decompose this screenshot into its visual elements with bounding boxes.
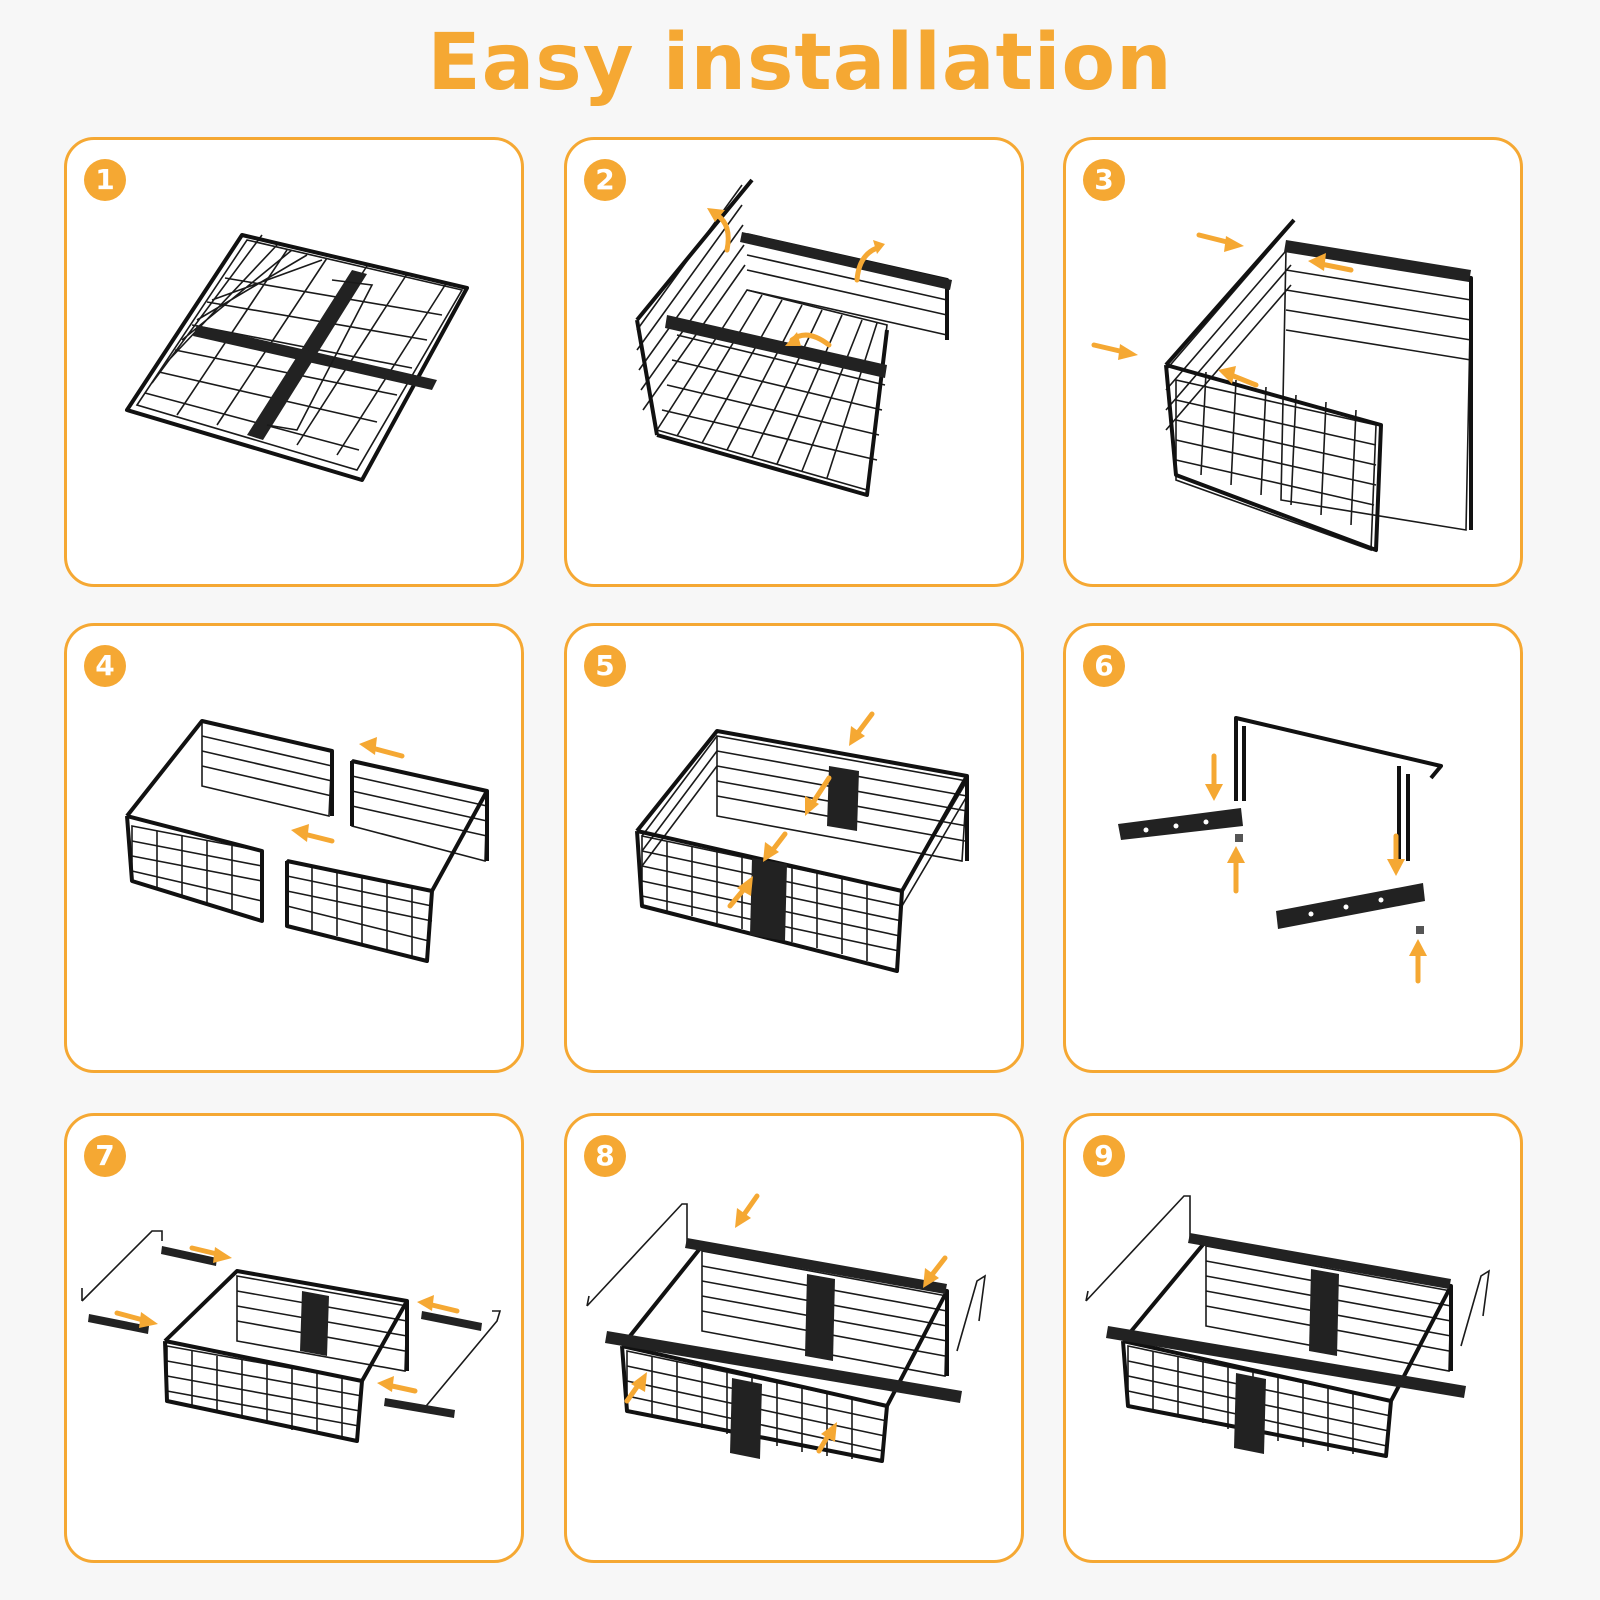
step-number-badge: 1 <box>84 159 126 201</box>
step-number-badge: 7 <box>84 1135 126 1177</box>
finished-basket-illustration <box>1085 1195 1491 1458</box>
step-8-panel: 8 <box>564 1113 1024 1563</box>
page-title: Easy installation <box>427 18 1173 108</box>
step-number-badge: 9 <box>1083 1135 1125 1177</box>
attaching-slides-illustration <box>81 1230 502 1443</box>
assembling-sides-illustration <box>1091 218 1473 552</box>
step-3-panel: 3 <box>1063 137 1523 587</box>
tightening-screws-illustration <box>586 1193 987 1463</box>
step-number-badge: 4 <box>84 645 126 687</box>
step-7-panel: 7 <box>64 1113 524 1563</box>
step-9-panel: 9 <box>1063 1113 1523 1563</box>
hanger-brackets-illustration <box>1118 716 1443 984</box>
step-5-panel: 5 <box>564 623 1024 1073</box>
installing-connectors-illustration <box>635 711 969 973</box>
step-4-panel: 4 <box>64 623 524 1073</box>
unfolding-basket-illustration <box>635 178 952 497</box>
step-number-badge: 3 <box>1083 159 1125 201</box>
step-number-badge: 6 <box>1083 645 1125 687</box>
step-6-panel: 6 <box>1063 623 1523 1073</box>
folded-basket-illustration <box>125 233 469 482</box>
step-number-badge: 2 <box>584 159 626 201</box>
step-1-panel: 1 <box>64 137 524 587</box>
joining-halves-illustration <box>125 719 489 963</box>
step-number-badge: 5 <box>584 645 626 687</box>
step-2-panel: 2 <box>564 137 1024 587</box>
step-number-badge: 8 <box>584 1135 626 1177</box>
